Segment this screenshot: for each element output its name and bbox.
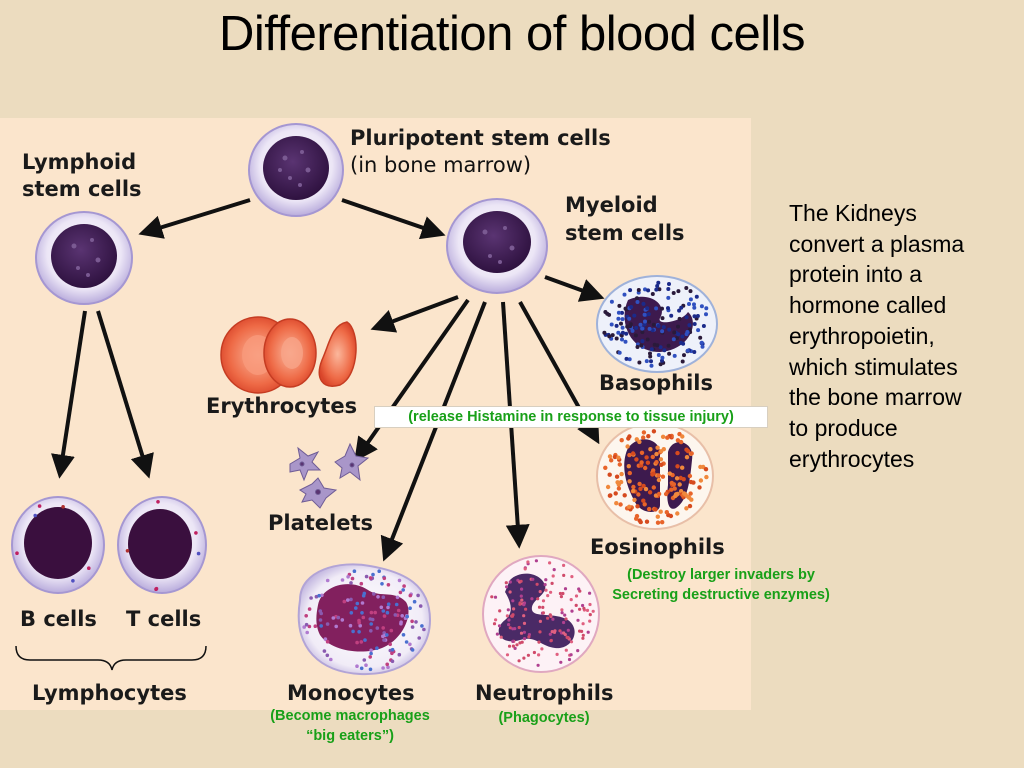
- kidneys-line-4: hormone called: [789, 292, 947, 319]
- basophils-label: Basophils: [599, 371, 713, 395]
- platelets-label: Platelets: [268, 511, 374, 535]
- kidneys-line-3: protein into a: [789, 261, 922, 288]
- kidneys-line-7: the bone marrow: [789, 384, 962, 411]
- pluripotent-stem-cell-image: [248, 123, 344, 217]
- t-cells-label: T cells: [126, 607, 202, 631]
- basophils-note: (release Histamine in response to tissue…: [374, 406, 768, 428]
- kidneys-line-5: erythropoietin,: [789, 322, 935, 349]
- neutrophil-granules: [490, 559, 595, 667]
- basophil-image: [596, 275, 718, 373]
- kidneys-line-9: erythrocytes: [789, 445, 915, 472]
- pluripotent-label-line2: (in bone marrow): [350, 153, 532, 177]
- neutrophil-image: [482, 555, 600, 673]
- arrow-to-platelets: [354, 298, 470, 462]
- lymphoid-label-line2: stem cells: [22, 177, 142, 201]
- basophil-granules: [602, 280, 709, 368]
- kidneys-line-8: to produce: [789, 414, 898, 441]
- neutrophils-note: (Phagocytes): [498, 710, 590, 726]
- eosinophils-note-line2: Secreting destructive enzymes): [612, 587, 830, 603]
- kidneys-line-6: which stimulates: [789, 353, 958, 380]
- monocyte-granules: [302, 569, 426, 672]
- kidneys-explanation: The Kidneys convert a plasma protein int…: [789, 198, 1014, 474]
- t-cell-image: [117, 496, 207, 594]
- lymphocytes-label: Lymphocytes: [32, 681, 187, 705]
- myeloid-label-line2: stem cells: [565, 221, 685, 245]
- t-cell-granules: [125, 500, 201, 591]
- arrow-to-myeloid: [341, 198, 446, 240]
- lymphoid-stem-cell-image: [35, 211, 133, 305]
- monocytes-note-line2: “big eaters”): [306, 728, 394, 744]
- myeloid-stem-cell-image: [446, 198, 548, 294]
- b-cells-label: B cells: [20, 607, 97, 631]
- monocyte-image: [297, 563, 432, 676]
- eosinophil-granules: [603, 429, 709, 525]
- eosinophils-label: Eosinophils: [590, 535, 725, 559]
- slide-title: Differentiation of blood cells: [218, 7, 806, 61]
- b-cell-image: [11, 496, 105, 594]
- monocytes-label: Monocytes: [287, 681, 415, 705]
- platelets-image: [289, 442, 370, 509]
- eosinophils-note-line1: (Destroy larger invaders by: [627, 567, 815, 583]
- arrow-to-monocytes: [380, 301, 487, 562]
- kidneys-line-2: convert a plasma: [789, 230, 965, 257]
- arrow-to-erythrocytes: [370, 295, 459, 333]
- pluripotent-label-line1: Pluripotent stem cells: [350, 126, 611, 150]
- arrow-to-b-cells: [51, 310, 87, 479]
- erythrocytes-label: Erythrocytes: [206, 394, 358, 418]
- arrows: [51, 198, 605, 562]
- kidneys-line-1: The Kidneys: [789, 200, 917, 226]
- erythrocytes-image: [220, 316, 357, 394]
- myeloid-label-line1: Myeloid: [565, 193, 658, 217]
- arrow-to-basophils: [544, 275, 605, 302]
- monocytes-note-line1: (Become macrophages: [270, 708, 430, 724]
- arrow-to-t-cells: [96, 310, 154, 479]
- neutrophils-label: Neutrophils: [475, 681, 614, 705]
- lymphoid-label-line1: Lymphoid: [22, 150, 137, 174]
- b-cell-granules: [15, 504, 91, 583]
- lymphocytes-brace: [15, 645, 207, 671]
- eosinophil-image: [596, 422, 714, 530]
- arrow-to-lymphoid: [138, 198, 251, 239]
